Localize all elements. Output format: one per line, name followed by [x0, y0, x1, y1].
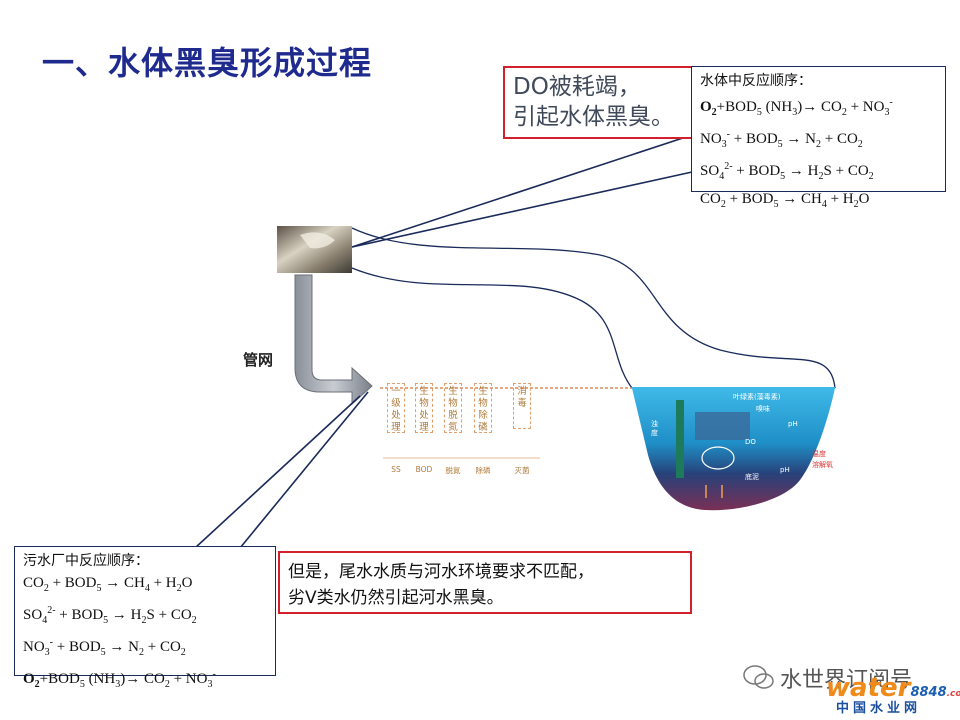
- logo-main: water: [826, 673, 911, 703]
- plant-reaction-3: NO3- + BOD5 → N2 + CO2: [23, 637, 186, 658]
- effluent-mismatch-box: 但是，尾水水质与河水环境要求不匹配， 劣V类水仍然引起河水黑臭。: [278, 551, 692, 614]
- stage-biological: 生物处理: [415, 383, 433, 433]
- connector-curve: [351, 267, 633, 389]
- river-label-ph2: pH: [780, 466, 790, 474]
- stage-label-bod: BOD: [415, 465, 433, 474]
- mismatch-line-2: 劣V类水仍然引起河水黑臭。: [288, 588, 504, 608]
- stage-label-sterilize: 灭菌: [514, 466, 530, 475]
- watermark-text: 水世界订阅号: [780, 668, 913, 693]
- logo-num: 8848: [910, 685, 947, 700]
- connector-line: [239, 391, 369, 549]
- do-line-1: DO被耗竭，: [513, 74, 641, 100]
- do-line-2: 引起水体黑臭。: [513, 104, 674, 130]
- stage-disinfection: 消毒: [513, 383, 531, 429]
- water-reaction-1: O2+BOD5 (NH3)→ CO2 + NO3-: [700, 97, 893, 118]
- watermark-logo: water8848.com: [826, 673, 960, 703]
- connector-curve: [351, 227, 836, 389]
- wechat-icon: [743, 665, 774, 689]
- stage-label-phos: 除磷: [475, 466, 491, 475]
- fish-image: [695, 412, 750, 440]
- plant-reaction-box: 污水厂中反应顺序： CO2 + BOD5 → CH4 + H2O SO42- +…: [14, 546, 276, 690]
- mismatch-line-1: 但是，尾水水质与河水环境要求不匹配，: [288, 562, 594, 582]
- page-title: 一、水体黑臭形成过程: [42, 44, 373, 82]
- connector-line: [351, 134, 693, 248]
- water-reaction-header: 水体中反应顺序：: [700, 73, 812, 89]
- stage-phosphorus: 生物除磷: [474, 383, 492, 433]
- plant-reaction-4: O2+BOD5 (NH3)→ CO2 + NO3-: [23, 669, 216, 690]
- river-section: [632, 388, 835, 511]
- river-label-ph: pH: [788, 420, 798, 428]
- river-label-temp: 温度: [812, 450, 826, 458]
- do-depletion-box: DO被耗竭， 引起水体黑臭。: [503, 66, 693, 139]
- watermark-subtitle: 中国水业网: [836, 701, 922, 716]
- river-label-chlorophyll: 叶绿素(藻毒素): [733, 393, 781, 401]
- water-reaction-box: 水体中反应顺序： O2+BOD5 (NH3)→ CO2 + NO3- NO3- …: [691, 66, 946, 210]
- logo-dom: .com: [946, 689, 960, 699]
- river-label-do: DO: [745, 438, 756, 446]
- river-label-dissolved: 溶解氧: [812, 461, 833, 469]
- plant-reaction-header: 污水厂中反应顺序：: [23, 553, 149, 569]
- connector-line: [351, 171, 693, 248]
- river-label-sediment: 底泥: [745, 473, 759, 481]
- stage-label-ss: SS: [391, 465, 401, 474]
- plant-reaction-1: CO2 + BOD5 → CH4 + H2O: [23, 575, 193, 594]
- plant-reaction-2: SO42- + BOD5 → H2S + CO2: [23, 605, 197, 626]
- river-label-turbidity: 浊 度: [651, 420, 658, 437]
- water-reaction-4: CO2 + BOD5 → CH4 + H2O: [700, 191, 870, 210]
- river-label-smell: 嗅味: [756, 405, 770, 413]
- water-reaction-3: SO42- + BOD5 → H2S + CO2: [700, 161, 874, 182]
- stage-primary: 一级处理: [387, 383, 405, 433]
- pipe-network-label: 管网: [243, 351, 274, 369]
- pipe-arrow-icon: [294, 274, 373, 406]
- connector-line: [194, 395, 361, 549]
- stage-label-denitro: 脱氮: [445, 466, 461, 475]
- water-reaction-2: NO3- + BOD5 → N2 + CO2: [700, 129, 863, 150]
- stage-denitrification: 生物脱氮: [444, 383, 462, 433]
